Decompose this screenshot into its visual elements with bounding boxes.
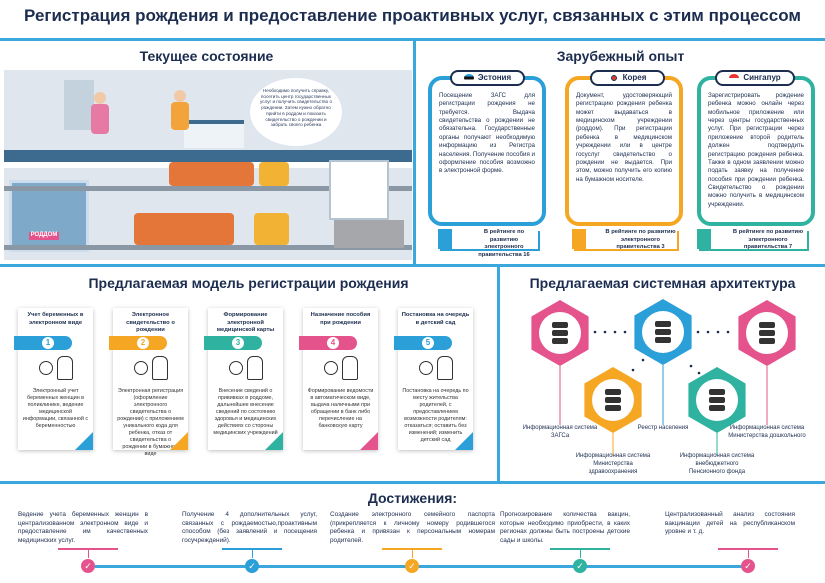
step-number: 3 — [232, 337, 244, 349]
architecture-node-label: Информационная система внебюджетного Пен… — [679, 453, 755, 475]
country-name: Корея — [622, 73, 647, 82]
step-text: Электронный учет беременных женщин в пол… — [22, 388, 89, 430]
step-number-band: 5 — [394, 336, 452, 350]
step-number-band: 1 — [14, 336, 72, 350]
step-number-band: 4 — [299, 336, 357, 350]
rating-korea: В рейтинге по развитию электронного прав… — [572, 229, 677, 250]
country-label-korea: Корея — [590, 70, 665, 86]
step-number: 4 — [327, 337, 339, 349]
section-heading-model: Предлагаемая модель регистрации рождения — [88, 275, 409, 291]
achievement-text: Получение 4 дополнительных услуг, связан… — [182, 511, 317, 544]
check-icon: ✓ — [81, 559, 95, 573]
divider — [413, 41, 416, 265]
step-number: 1 — [42, 337, 54, 349]
step-title: Учет беременных в электронном виде — [27, 312, 84, 326]
achievement-connector — [88, 550, 89, 558]
step-number-band: 3 — [204, 336, 262, 350]
country-name: Сингапур — [743, 73, 781, 82]
step-text: Электронная регистрация (оформление элек… — [117, 388, 184, 458]
step-illustration-icon — [208, 350, 283, 386]
architecture-node-label: Реестр населения — [637, 425, 689, 431]
step-illustration-icon — [113, 350, 188, 386]
country-name: Эстония — [477, 73, 512, 82]
achievement-underline — [550, 548, 610, 550]
country-card-korea: Документ, удостоверяющий регистрацию рож… — [565, 76, 683, 226]
section-heading-foreign: Зарубежный опыт — [556, 48, 685, 64]
architecture-diagram — [531, 299, 796, 455]
check-icon: ✓ — [245, 559, 259, 573]
achievement-connector — [252, 550, 253, 558]
step-illustration-icon — [398, 350, 473, 386]
step-title: Формирование электронной медицинской кар… — [216, 312, 275, 334]
model-step-card: Учет беременных в электронном виде 1 Эле… — [14, 308, 93, 450]
model-step-card: Назначение пособия при рождении 4 Формир… — [299, 308, 378, 450]
korea-flag-icon — [608, 73, 619, 82]
corner-decoration — [170, 432, 188, 450]
country-text: Документ, удостоверяющий регистрацию рож… — [576, 92, 672, 183]
architecture-node-label: Информационная система ЗАГСа — [522, 425, 598, 439]
timeline-line — [95, 565, 745, 568]
step-number: 5 — [422, 337, 434, 349]
database-icon — [759, 322, 775, 344]
country-label-singapore: Сингапур — [715, 70, 795, 86]
model-step-card: Формирование электронной медицинской кар… — [204, 308, 283, 450]
step-text: Постановка на очередь по месту жительств… — [402, 388, 469, 444]
hospital-sign: РОДДОМ — [29, 232, 59, 240]
achievement-text: Ведение учета беременных женщин в центра… — [18, 511, 148, 544]
achievement-underline — [58, 548, 118, 550]
country-card-estonia: Посещение ЗАГС для регистрации рождения … — [428, 76, 546, 226]
country-card-singapore: Зарегистрировать рождение ребенка можно … — [697, 76, 815, 226]
section-heading-current: Текущее состояние — [139, 48, 274, 64]
achievement-underline — [222, 548, 282, 550]
rating-singapore: В рейтинге по развитию электронного прав… — [697, 229, 807, 250]
achievement-text: Централизованный анализ состояния вакцин… — [665, 511, 795, 536]
achievement-underline — [718, 548, 778, 550]
database-icon — [552, 322, 568, 344]
model-step-card: Электронное свидетельство о рождении 2 Э… — [109, 308, 188, 457]
database-icon — [709, 389, 725, 411]
step-title: Назначение пособия при рождении — [310, 312, 371, 326]
step-illustration-icon — [18, 350, 93, 386]
singapore-flag-icon — [729, 73, 740, 82]
rating-estonia: В рейтинге по развитию электронного прав… — [438, 229, 538, 258]
corner-decoration — [265, 432, 283, 450]
estonia-flag-icon — [463, 73, 474, 82]
architecture-node-label: Информационная система Министерства дошк… — [728, 425, 806, 439]
section-heading-architecture: Предлагаемая системная архитектура — [529, 275, 796, 291]
current-state-illustration: РОДДОМ — [4, 70, 412, 260]
check-icon: ✓ — [405, 559, 419, 573]
divider — [497, 267, 500, 482]
section-heading-achievements: Достижения: — [367, 490, 458, 506]
country-text: Зарегистрировать рождение ребенка можно … — [708, 92, 804, 208]
corner-decoration — [75, 432, 93, 450]
database-icon — [655, 321, 671, 343]
divider — [0, 38, 825, 41]
check-icon: ✓ — [573, 559, 587, 573]
step-number-band: 2 — [109, 336, 167, 350]
step-text: Внесение сведений о прививках в роддоме,… — [213, 388, 278, 437]
speech-bubble: Необходимо получить справку, посетить це… — [250, 78, 342, 146]
page-title: Регистрация рождения и предоставление пр… — [24, 6, 801, 25]
architecture-node-label: Информационная система Министерства здра… — [575, 453, 651, 475]
achievement-connector — [748, 550, 749, 558]
achievement-text: Прогнозирование количества вакцин, котор… — [500, 511, 630, 544]
achievement-text: Создание электронного семейного паспорта… — [330, 511, 495, 544]
achievement-connector — [580, 550, 581, 558]
country-label-estonia: Эстония — [450, 70, 525, 86]
step-title: Постановка на очередь в детский сад — [401, 312, 470, 326]
database-icon — [605, 389, 621, 411]
corner-decoration — [360, 432, 378, 450]
step-title: Электронное свидетельство о рождении — [126, 312, 175, 334]
country-text: Посещение ЗАГС для регистрации рождения … — [439, 92, 535, 175]
check-icon: ✓ — [741, 559, 755, 573]
achievement-underline — [382, 548, 442, 550]
model-step-card: Постановка на очередь в детский сад 5 По… — [394, 308, 473, 450]
step-text: Формирование ведомости в автоматическом … — [307, 388, 374, 430]
divider — [0, 264, 825, 267]
step-illustration-icon — [303, 350, 378, 386]
corner-decoration — [455, 432, 473, 450]
step-number: 2 — [137, 337, 149, 349]
achievement-connector — [412, 550, 413, 558]
divider — [0, 481, 825, 484]
